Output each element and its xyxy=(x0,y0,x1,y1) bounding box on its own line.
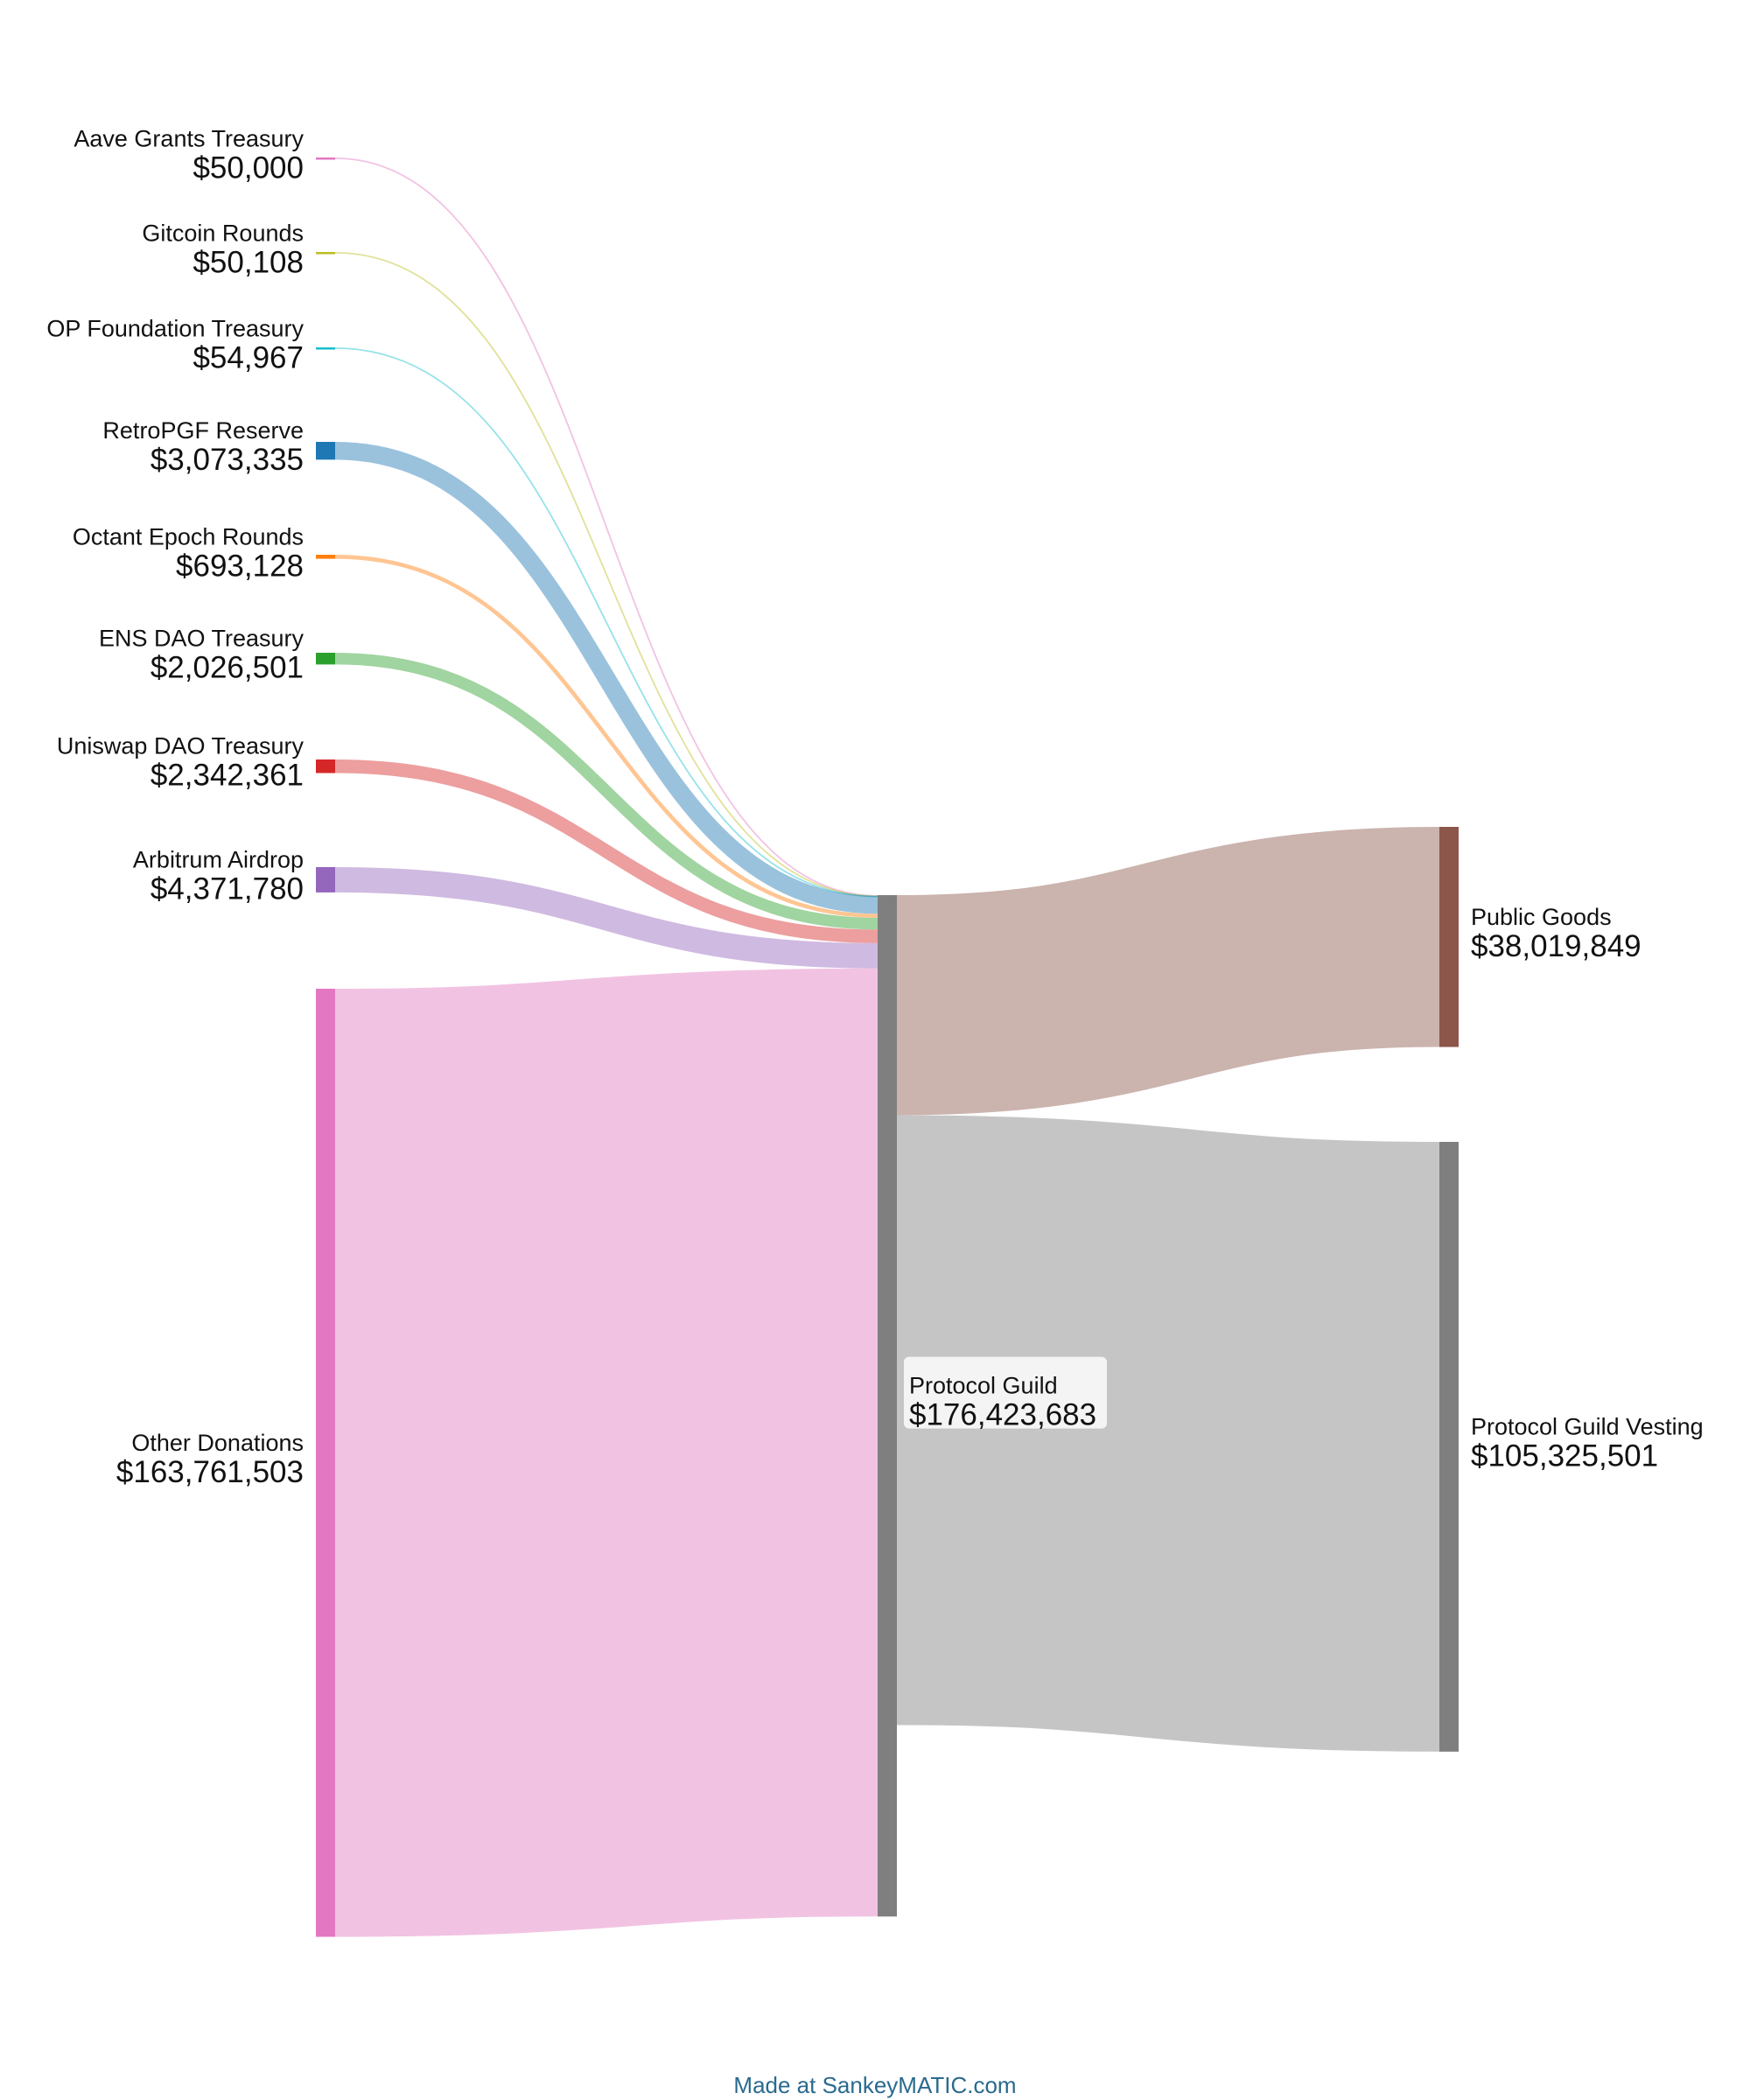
node-retro[interactable] xyxy=(316,442,335,460)
node-aave[interactable] xyxy=(316,158,335,160)
label-value-aave: $50,000 xyxy=(192,150,304,185)
label-name-aave: Aave Grants Treasury xyxy=(74,125,304,151)
flow-uniswap-to-guild[interactable] xyxy=(334,759,878,943)
label-value-guild: $176,423,683 xyxy=(909,1398,1096,1432)
label-name-public: Public Goods xyxy=(1471,904,1612,930)
flow-arbitrum-to-guild[interactable] xyxy=(334,866,878,969)
nodes-layer xyxy=(316,158,1459,1937)
label-name-octant: Octant Epoch Rounds xyxy=(73,523,304,550)
label-value-vesting: $105,325,501 xyxy=(1471,1438,1658,1473)
node-public[interactable] xyxy=(1439,827,1459,1047)
flow-retro-to-guild[interactable] xyxy=(334,441,878,914)
label-name-vesting: Protocol Guild Vesting xyxy=(1471,1413,1704,1439)
flow-guild-to-public[interactable] xyxy=(896,827,1440,1116)
flow-octant-to-guild[interactable] xyxy=(334,554,878,918)
flow-gitcoin-to-guild[interactable] xyxy=(334,252,878,898)
label-value-arbitrum: $4,371,780 xyxy=(150,872,304,906)
node-uniswap[interactable] xyxy=(316,760,335,774)
label-name-ens: ENS DAO Treasury xyxy=(99,626,304,652)
label-name-guild: Protocol Guild xyxy=(909,1373,1058,1399)
label-bg-guild xyxy=(904,1356,1107,1429)
label-name-gitcoin: Gitcoin Rounds xyxy=(142,220,304,246)
label-name-other: Other Donations xyxy=(131,1430,304,1456)
flow-aave-to-guild[interactable] xyxy=(334,158,878,897)
label-value-gitcoin: $50,108 xyxy=(192,245,304,279)
label-value-uniswap: $2,342,361 xyxy=(150,759,304,793)
label-value-other: $163,761,503 xyxy=(116,1455,304,1489)
flow-ens-to-guild[interactable] xyxy=(334,652,878,930)
label-value-ens: $2,026,501 xyxy=(150,651,304,685)
node-arbitrum[interactable] xyxy=(316,867,335,892)
node-vesting[interactable] xyxy=(1439,1142,1459,1752)
label-name-arbitrum: Arbitrum Airdrop xyxy=(133,846,304,872)
node-other[interactable] xyxy=(316,989,335,1937)
node-gitcoin[interactable] xyxy=(316,252,335,255)
label-value-public: $38,019,849 xyxy=(1471,929,1642,963)
node-guild[interactable] xyxy=(878,895,897,1917)
label-name-op: OP Foundation Treasury xyxy=(46,315,304,341)
flow-op-to-guild[interactable] xyxy=(334,347,878,898)
label-value-retro: $3,073,335 xyxy=(150,443,304,477)
label-value-op: $54,967 xyxy=(192,340,304,374)
node-ens[interactable] xyxy=(316,653,335,665)
node-op[interactable] xyxy=(316,347,335,350)
label-name-uniswap: Uniswap DAO Treasury xyxy=(57,733,304,760)
label-name-retro: RetroPGF Reserve xyxy=(102,417,304,444)
flow-other-to-guild[interactable] xyxy=(334,968,878,1937)
node-octant[interactable] xyxy=(316,555,335,559)
sankeymatic-credit-link[interactable]: Made at SankeyMATIC.com xyxy=(733,2072,1017,2098)
label-value-octant: $693,128 xyxy=(176,549,304,583)
